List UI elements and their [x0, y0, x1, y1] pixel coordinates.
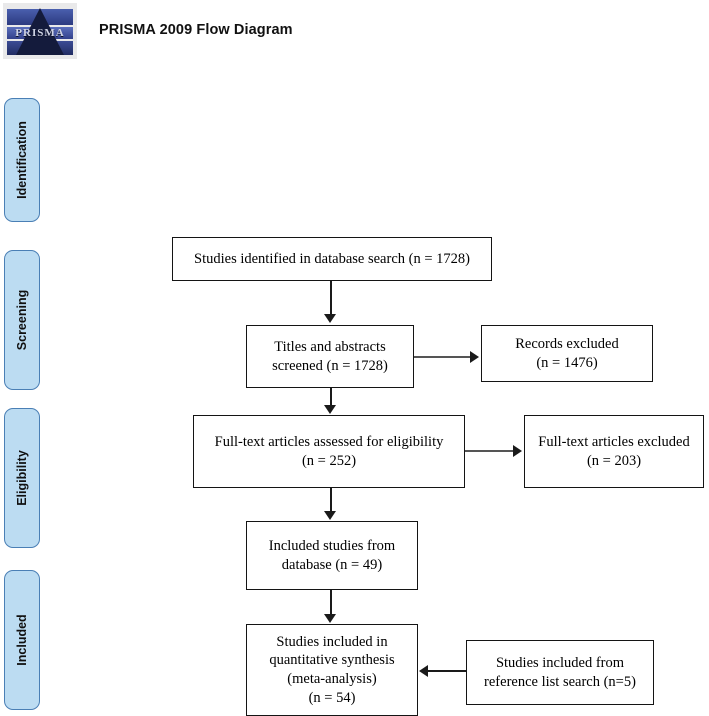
connector-included-database-to-synthesis: [330, 590, 332, 617]
arrowhead-identified-to-screened: [324, 314, 336, 323]
stage-identification: Identification: [4, 98, 40, 222]
stage-label-identification: Identification: [15, 121, 29, 199]
page-title: PRISMA 2009 Flow Diagram: [99, 22, 293, 38]
arrowhead-reference-to-synthesis: [419, 665, 428, 677]
connector-screened-to-records-excluded: [414, 356, 472, 358]
logo-wordmark: PRISMA: [15, 27, 65, 39]
connector-fulltext-to-excluded: [465, 450, 515, 452]
connector-reference-to-synthesis: [428, 670, 466, 672]
arrowhead-fulltext-to-included-database: [324, 511, 336, 520]
node-quantitative-synthesis: Studies included in quantitative synthes…: [246, 624, 418, 716]
node-included-from-database-text: Included studies from database (n = 49): [268, 537, 396, 573]
connector-identified-to-screened: [330, 281, 332, 316]
arrowhead-screened-to-records-excluded: [470, 351, 479, 363]
node-titles-abstracts-screened-text: Titles and abstracts screened (n = 1728): [272, 338, 388, 374]
connector-fulltext-to-included-database: [330, 488, 332, 514]
prisma-logo: PRISMA: [3, 3, 77, 59]
node-reference-list-search-text: Studies included from reference list sea…: [484, 654, 636, 690]
stage-screening: Screening: [4, 250, 40, 390]
node-reference-list-search: Studies included from reference list sea…: [466, 640, 654, 705]
node-fulltext-excluded-text: Full-text articles excluded (n = 203): [538, 433, 690, 469]
node-studies-identified: Studies identified in database search (n…: [172, 237, 492, 281]
node-records-excluded-text: Records excluded (n = 1476): [515, 335, 619, 371]
arrowhead-fulltext-to-excluded: [513, 445, 522, 457]
stage-eligibility: Eligibility: [4, 408, 40, 548]
node-fulltext-assessed-text: Full-text articles assessed for eligibil…: [214, 433, 444, 469]
node-quantitative-synthesis-text: Studies included in quantitative synthes…: [269, 633, 395, 706]
node-records-excluded: Records excluded (n = 1476): [481, 325, 653, 382]
node-fulltext-assessed: Full-text articles assessed for eligibil…: [193, 415, 465, 488]
arrowhead-screened-to-fulltext: [324, 405, 336, 414]
node-studies-identified-text: Studies identified in database search (n…: [194, 250, 470, 267]
stage-included: Included: [4, 570, 40, 710]
node-included-from-database: Included studies from database (n = 49): [246, 521, 418, 590]
stage-label-eligibility: Eligibility: [15, 450, 29, 506]
logo-pyramid-icon: [16, 8, 64, 55]
connector-screened-to-fulltext: [330, 388, 332, 408]
arrowhead-included-database-to-synthesis: [324, 614, 336, 623]
stage-label-screening: Screening: [15, 289, 29, 351]
stage-label-included: Included: [15, 614, 29, 666]
node-titles-abstracts-screened: Titles and abstracts screened (n = 1728): [246, 325, 414, 388]
node-fulltext-excluded: Full-text articles excluded (n = 203): [524, 415, 704, 488]
